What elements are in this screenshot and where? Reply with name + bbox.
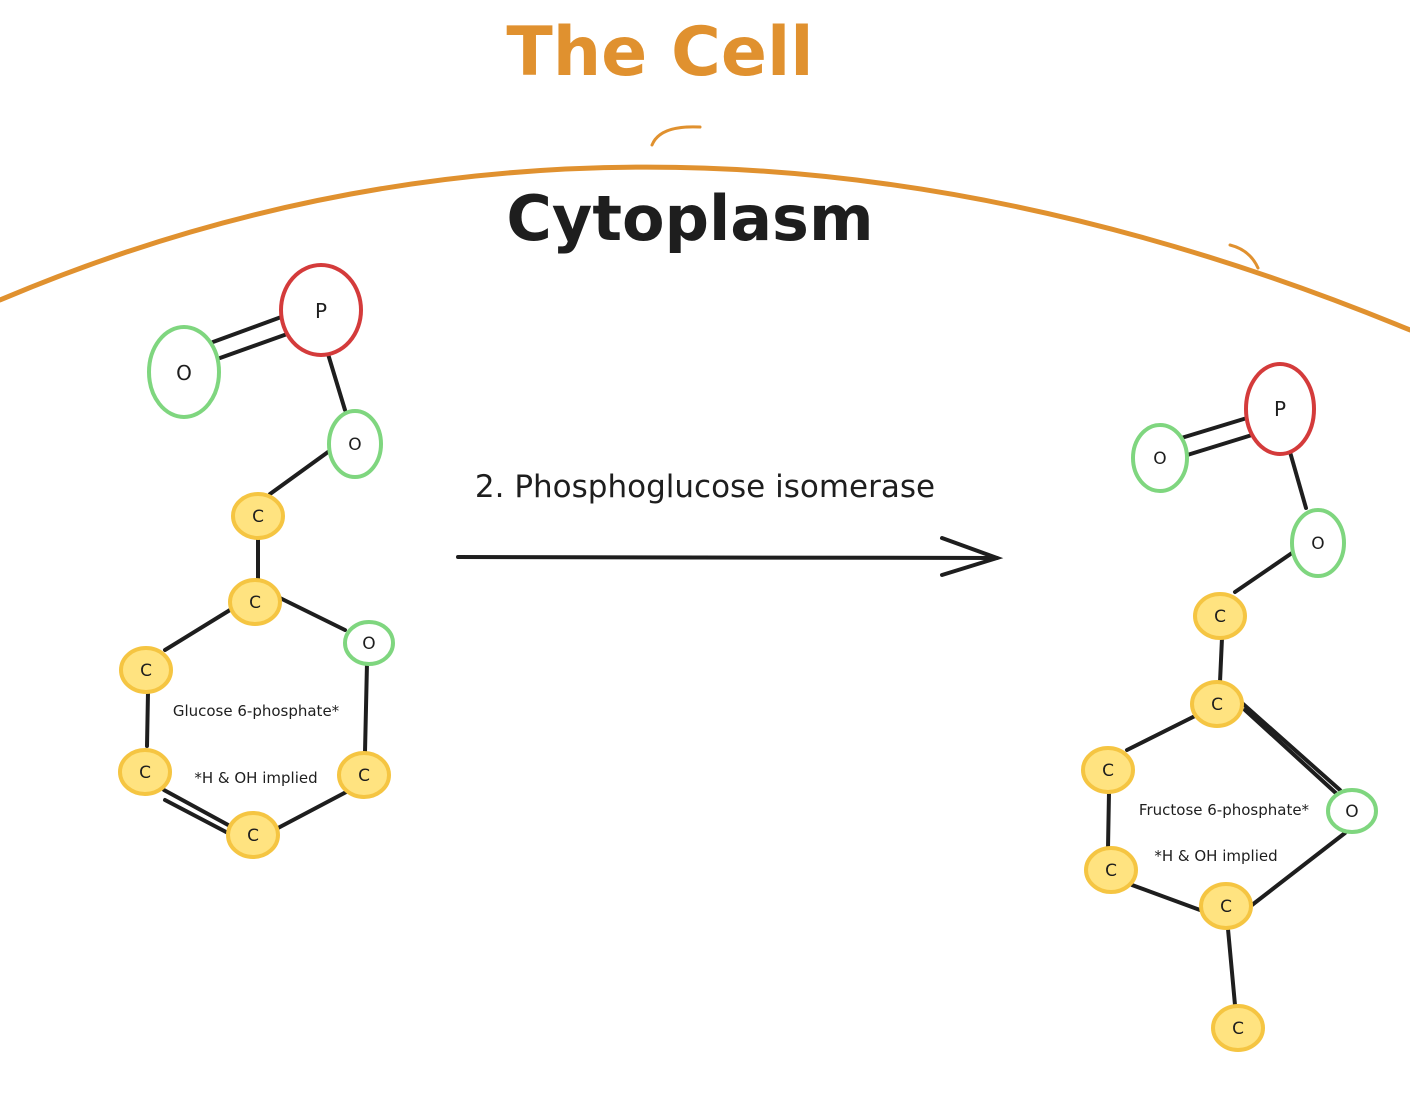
cell-membrane-stroke-accent-right	[1228, 243, 1260, 270]
glucose-name-label: Glucose 6-phosphate*	[173, 702, 340, 720]
svg-text:C: C	[358, 766, 370, 786]
cell-membrane-stroke-accent	[650, 125, 702, 147]
glucose-oxygen-double-bond: O	[147, 325, 221, 419]
svg-text:C: C	[1214, 607, 1226, 627]
svg-text:C: C	[1232, 1019, 1244, 1039]
svg-text:O: O	[1311, 534, 1324, 554]
fructose-oxygen-double-bond: O	[1131, 423, 1189, 493]
fructose-bonds	[1106, 416, 1347, 1007]
svg-text:O: O	[1345, 802, 1358, 822]
glucose-carbon-6: C	[231, 492, 285, 540]
fructose-name-label: Fructose 6-phosphate*	[1139, 801, 1310, 819]
svg-text:C: C	[247, 826, 259, 846]
glucose-oxygen-ring: O	[343, 620, 395, 666]
fructose-oxygen-ring: O	[1326, 788, 1378, 834]
svg-text:O: O	[1153, 449, 1166, 469]
glucose-phosphorus: P	[279, 263, 363, 357]
svg-text:C: C	[252, 507, 264, 527]
fructose-carbon-3: C	[1084, 846, 1138, 894]
svg-text:C: C	[1102, 761, 1114, 781]
glucose-implied-note: *H & OH implied	[194, 769, 317, 787]
svg-text:C: C	[1211, 695, 1223, 715]
svg-text:C: C	[249, 593, 261, 613]
svg-text:C: C	[1105, 861, 1117, 881]
glucose-6-phosphate-molecule: O P O C C O C C	[118, 263, 395, 859]
glucose-carbon-5: C	[228, 578, 282, 626]
fructose-phosphorus: P	[1244, 362, 1316, 456]
glucose-carbon-4: C	[119, 646, 173, 694]
fructose-carbon-5: C	[1190, 680, 1244, 728]
fructose-oxygen-bridge: O	[1290, 508, 1346, 578]
svg-text:C: C	[140, 661, 152, 681]
svg-text:O: O	[176, 361, 192, 385]
fructose-6-phosphate-molecule: O P O C C C O C	[1081, 362, 1378, 1052]
reaction-arrow	[456, 536, 1004, 577]
svg-text:C: C	[139, 763, 151, 783]
diagram-title: The Cell	[506, 13, 813, 92]
glucose-carbon-2: C	[226, 811, 280, 859]
cytoplasm-label: Cytoplasm	[506, 182, 873, 255]
svg-text:O: O	[348, 435, 361, 455]
svg-text:O: O	[362, 634, 375, 654]
fructose-carbon-4: C	[1081, 746, 1135, 794]
glucose-bonds	[145, 314, 369, 835]
fructose-carbon-2: C	[1199, 882, 1253, 930]
cell-membrane	[0, 164, 1410, 333]
glucose-carbon-1: C	[337, 751, 391, 799]
reaction-label: 2. Phosphoglucose isomerase	[475, 469, 935, 505]
fructose-carbon-1: C	[1211, 1004, 1265, 1052]
svg-text:C: C	[1220, 897, 1232, 917]
svg-text:P: P	[315, 299, 327, 323]
glucose-oxygen-bridge: O	[327, 409, 383, 479]
fructose-carbon-6: C	[1193, 592, 1247, 640]
fructose-implied-note: *H & OH implied	[1154, 847, 1277, 865]
svg-text:P: P	[1274, 397, 1286, 421]
glucose-carbon-3: C	[118, 748, 172, 796]
